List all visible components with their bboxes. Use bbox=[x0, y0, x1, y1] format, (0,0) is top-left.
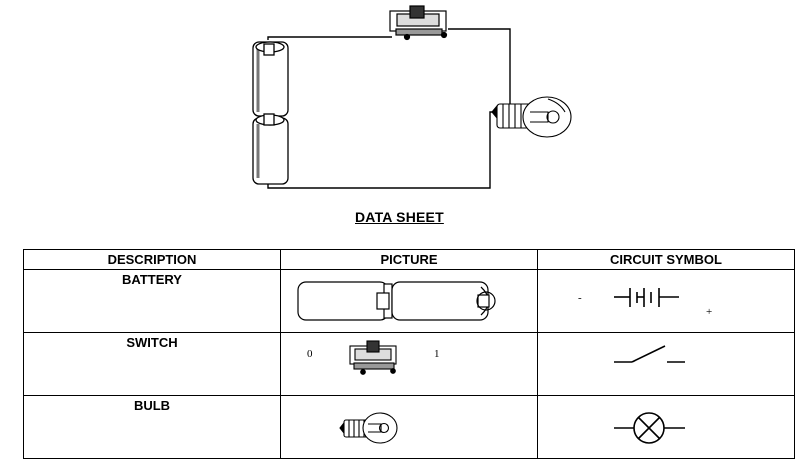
switch-off-label: 0 bbox=[307, 348, 313, 360]
cell-picture-battery bbox=[280, 269, 538, 333]
data-sheet-table: DESCRIPTION PICTURE CIRCUIT SYMBOL BATTE… bbox=[23, 249, 795, 459]
table-row-battery: BATTERY - bbox=[23, 269, 795, 333]
header-description: DESCRIPTION bbox=[23, 249, 281, 270]
header-picture: PICTURE bbox=[280, 249, 538, 270]
battery-minus-label: - bbox=[578, 292, 582, 304]
row-label-switch: SWITCH bbox=[126, 335, 178, 350]
battery-picture bbox=[297, 281, 496, 321]
table-header-row: DESCRIPTION PICTURE CIRCUIT SYMBOL bbox=[23, 249, 795, 270]
cell-symbol-battery: - + bbox=[537, 269, 795, 333]
switch-picture bbox=[349, 340, 397, 375]
battery-stack bbox=[252, 41, 289, 185]
cell-symbol-bulb bbox=[537, 395, 795, 459]
circuit-diagram bbox=[252, 5, 572, 189]
header-circuit-symbol: CIRCUIT SYMBOL bbox=[537, 249, 795, 270]
cell-picture-switch: 0 1 bbox=[280, 332, 538, 396]
lamp-symbol bbox=[614, 412, 685, 444]
cell-picture-bulb bbox=[280, 395, 538, 459]
wire-top-left bbox=[267, 36, 392, 40]
circuit-switch bbox=[389, 5, 448, 41]
bulb-picture bbox=[339, 412, 398, 444]
cell-description-bulb: BULB bbox=[23, 395, 281, 459]
switch-symbol bbox=[614, 345, 685, 363]
wire-bottom bbox=[267, 111, 497, 189]
battery-symbol bbox=[614, 288, 679, 307]
table-row-switch: SWITCH 0 1 bbox=[23, 332, 795, 396]
sheet-title: DATA SHEET bbox=[355, 209, 444, 225]
table-row-bulb: BULB bbox=[23, 395, 795, 459]
battery-plus-label: + bbox=[706, 306, 713, 318]
cell-description-battery: BATTERY bbox=[23, 269, 281, 333]
circuit-bulb bbox=[491, 96, 572, 138]
row-label-battery: BATTERY bbox=[122, 272, 182, 287]
cell-description-switch: SWITCH bbox=[23, 332, 281, 396]
row-label-bulb: BULB bbox=[133, 398, 171, 413]
wire-top-right bbox=[448, 28, 511, 115]
switch-on-label: 1 bbox=[434, 348, 440, 360]
cell-symbol-switch bbox=[537, 332, 795, 396]
